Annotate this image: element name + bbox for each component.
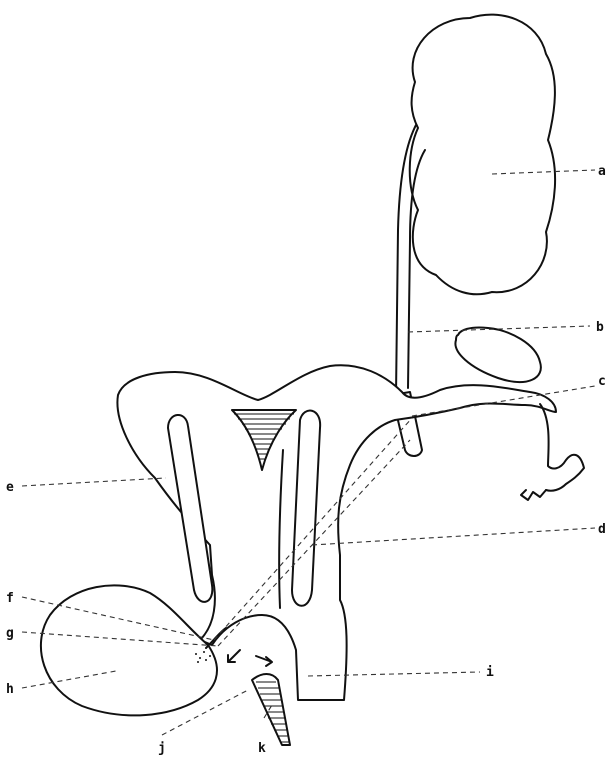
organ-a bbox=[410, 15, 555, 295]
label-e: e bbox=[6, 480, 14, 495]
tube-extension bbox=[540, 404, 584, 491]
sac-h bbox=[41, 585, 217, 715]
label-i: i bbox=[486, 665, 494, 680]
leader-e bbox=[22, 478, 166, 486]
label-a: a bbox=[598, 164, 606, 179]
ovary bbox=[455, 327, 540, 382]
label-j: j bbox=[158, 741, 166, 756]
arrow-left bbox=[228, 650, 240, 662]
label-d: d bbox=[598, 522, 606, 537]
canal-k bbox=[252, 674, 290, 745]
label-b: b bbox=[596, 320, 604, 335]
label-c: c bbox=[598, 374, 606, 389]
label-f: f bbox=[6, 591, 14, 606]
label-h: h bbox=[6, 682, 14, 697]
fimbriae bbox=[521, 490, 546, 500]
label-g: g bbox=[6, 626, 14, 641]
arrow-right bbox=[256, 656, 272, 666]
leader-d bbox=[312, 528, 595, 545]
label-k: k bbox=[258, 741, 266, 756]
